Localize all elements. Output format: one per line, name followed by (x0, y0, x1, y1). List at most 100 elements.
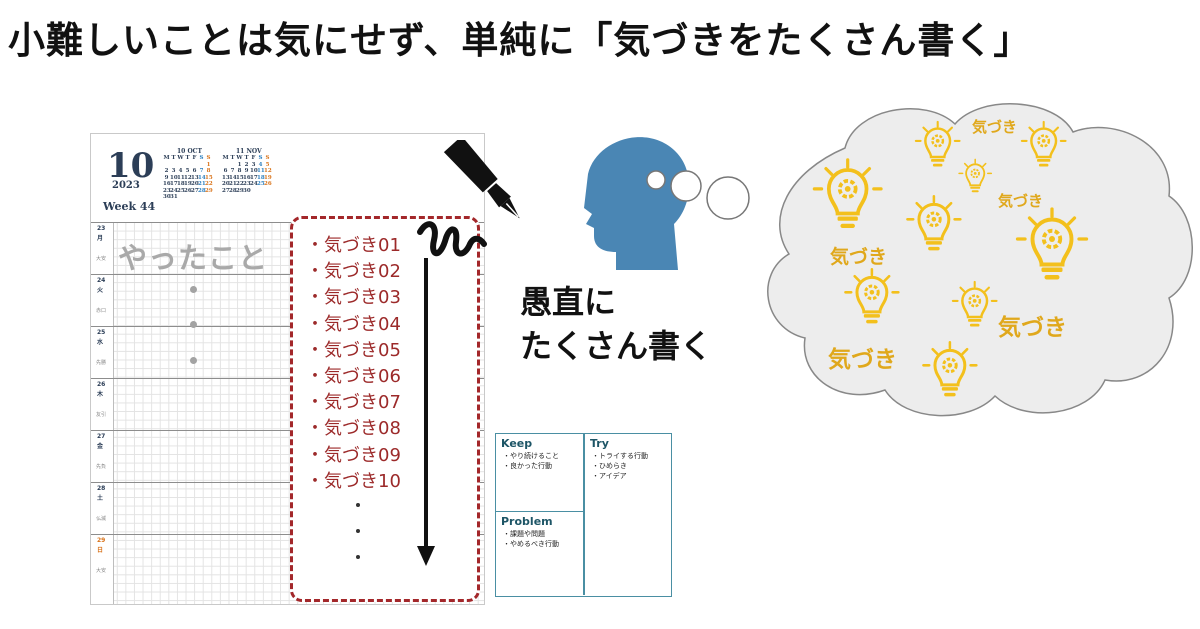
planner-day-date: 24 (97, 277, 106, 284)
yatta-koto-label: やったこと (118, 241, 269, 275)
mini-calendar-cell: 16 (243, 174, 251, 181)
lightbulb-icon (1015, 207, 1089, 280)
mini-calendar-cell: 4 (178, 168, 183, 174)
planner-year: 2023 (112, 180, 140, 191)
kizuki-item: ・気づき10 (306, 470, 401, 492)
planner-day-date: 27 (97, 433, 106, 440)
mini-calendar-cell: 20 (222, 181, 230, 187)
mini-calendar-cell: 17 (250, 174, 258, 181)
continuation-dot (356, 529, 360, 533)
planner-day-number: 10 (107, 146, 155, 186)
kpt-keep: Keep ・やり続けること ・良かった行動 (496, 434, 584, 512)
mini-calendar-cell: 12 (264, 168, 272, 174)
kizuki-list-box (290, 216, 480, 602)
mini-calendar-cell: 9 (244, 168, 249, 174)
kizuki-item: ・気づき08 (306, 418, 401, 440)
mini-calendar-cell: 24 (250, 181, 258, 187)
mini-calendar-cell: 17 (170, 181, 178, 187)
continuation-dot (356, 503, 360, 507)
kpt-item: ・やり続けること (503, 452, 559, 460)
lightbulb-icon (915, 121, 961, 167)
cloud-kizuki-word: 気づき (998, 315, 1067, 341)
kpt-board: Keep ・やり続けること ・良かった行動 Try ・トライする行動 ・ひめらき… (495, 433, 672, 597)
mini-calendar-cell: F (251, 155, 256, 161)
cloud-kizuki-word: 気づき (972, 118, 1018, 136)
lightbulb-icon (844, 268, 900, 324)
kpt-item: ・やめるべき行動 (503, 540, 559, 548)
mini-calendar-cell: S (265, 155, 270, 161)
ellipsis-dot (190, 321, 197, 328)
mini-calendar-cell: 29 (205, 187, 213, 194)
mini-calendar-cell: T (244, 155, 249, 161)
cloud-kizuki-word: 気づき (998, 192, 1044, 210)
mini-calendar-cell: F (192, 155, 197, 161)
mini-calendar-cell: 1 (237, 161, 242, 168)
mini-calendar-cell: 28 (198, 187, 206, 194)
planner-day-rokuyo: 先負 (96, 464, 107, 470)
kizuki-item: ・気づき04 (306, 313, 401, 335)
caption-line-2: たくさん書く (520, 327, 713, 365)
planner-day-divider (91, 274, 484, 275)
planner-day-divider (91, 534, 484, 535)
mini-calendar-cell: 9 (164, 174, 169, 181)
kpt-try-title: Try (590, 437, 609, 450)
mini-calendar-cell: T (230, 155, 235, 161)
mini-calendar-cell: 19 (264, 174, 272, 181)
mini-calendar-cell: 15 (205, 174, 213, 181)
kizuki-item: ・気づき07 (306, 392, 401, 414)
continuation-dot (356, 555, 360, 559)
mini-calendar-cell: 16 (163, 181, 171, 187)
mini-calendar-cell: 18 (257, 174, 265, 181)
mini-calendar-cell: 31 (170, 194, 178, 200)
lightbulb-icon (813, 158, 883, 229)
planner-day-divider (91, 326, 484, 327)
mini-calendar-cell: 10 (170, 174, 178, 181)
planner-day-weekday: 土 (97, 495, 104, 502)
mini-calendar-cell: 29 (236, 187, 244, 194)
thought-bubbles (646, 170, 750, 220)
mini-calendar-cell: 23 (243, 181, 251, 187)
mini-calendar-cell: 3 (171, 168, 176, 174)
mini-calendar-cell: 25 (177, 187, 185, 194)
mini-calendar-cell (250, 188, 257, 195)
kizuki-item: ・気づき05 (306, 339, 401, 361)
planner-day-divider (91, 482, 484, 483)
planner-day-rokuyo: 友引 (96, 412, 107, 418)
ellipsis-dot (190, 286, 197, 293)
mini-calendar-cell: 25 (257, 181, 265, 187)
mini-calendar-cell: 21 (198, 181, 206, 187)
mini-calendar-cell: 30 (243, 187, 251, 194)
mini-calendar-cell: 26 (264, 181, 272, 187)
planner-day-weekday: 木 (97, 391, 104, 398)
mini-calendar-cell: 2 (164, 168, 169, 174)
mini-calendar-cell: 8 (206, 168, 211, 174)
mini-calendar-cell: 30 (163, 194, 171, 200)
kpt-problem-title: Problem (501, 515, 553, 528)
kpt-item: ・良かった行動 (503, 462, 552, 470)
mini-calendar-cell (191, 194, 198, 201)
kizuki-item: ・気づき01 (306, 235, 401, 256)
mini-calendar-cell (198, 194, 205, 201)
mini-calendar-cell: 19 (184, 181, 192, 187)
mini-calendar-cell: 18 (177, 181, 185, 187)
mini-calendar-cell: T (185, 155, 190, 161)
planner-day-date: 25 (97, 329, 106, 336)
mini-calendar-cell: 10 (250, 168, 258, 174)
kpt-problem: Problem ・課題や問題 ・やめるべき行動 (496, 512, 584, 595)
kizuki-item: ・気づき02 (306, 261, 401, 283)
mini-calendar-cell (177, 194, 184, 201)
planner-week-label: Week 44 (103, 200, 156, 213)
headline: 小難しいことは気にせず、単純に「気づきをたくさん書く」 (8, 19, 1032, 62)
mini-calendar-cell: 5 (185, 168, 190, 174)
planner-day-weekday: 金 (97, 443, 104, 450)
mini-calendar-cell: 24 (170, 187, 178, 194)
kpt-try: Try ・トライする行動 ・ひめらき ・アイデア (584, 434, 670, 595)
lightbulb-icon (1021, 121, 1067, 167)
mini-calendar-title: 10 OCT (177, 148, 202, 155)
mini-calendar-cell: S (258, 155, 263, 161)
mini-calendar-cell: 22 (205, 181, 213, 187)
down-arrow-icon (417, 258, 435, 566)
mini-calendar-cell: 13 (222, 174, 230, 181)
